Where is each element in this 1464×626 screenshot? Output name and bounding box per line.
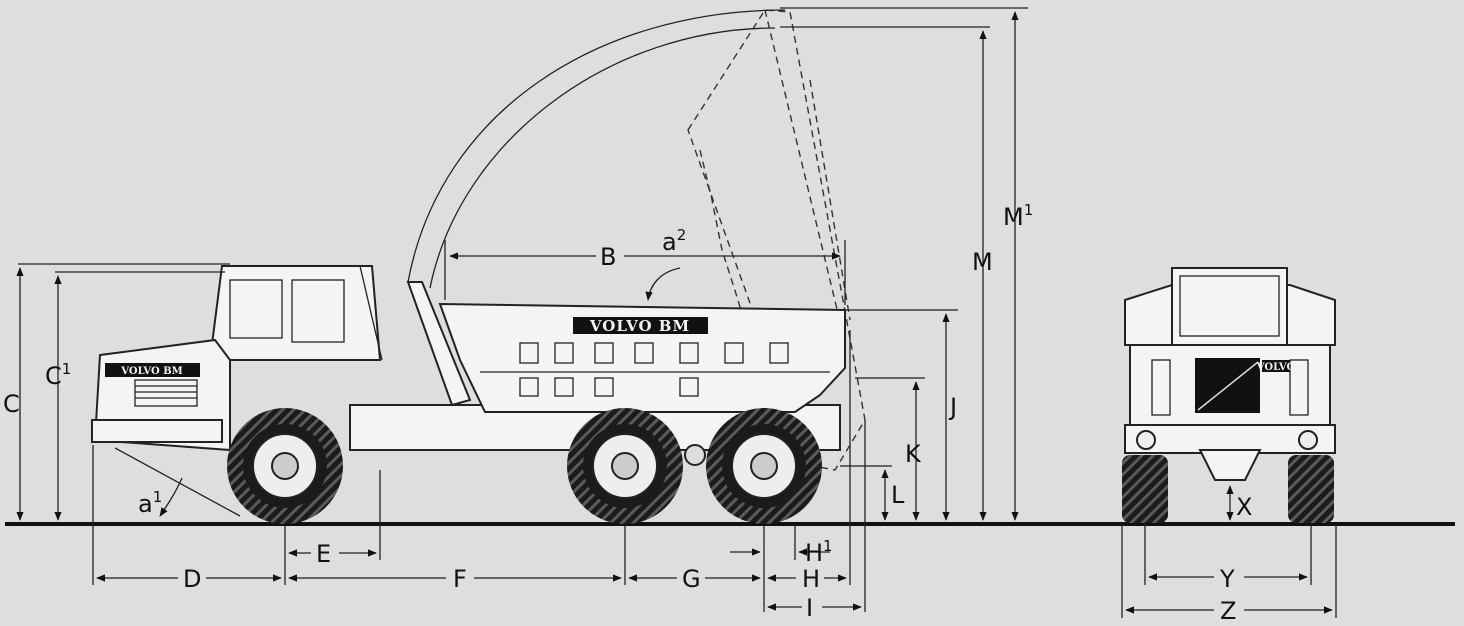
label-k: K xyxy=(905,440,922,468)
dim-a2-arc xyxy=(645,267,681,301)
rear-tyre-right xyxy=(1288,455,1334,523)
label-c: C xyxy=(3,390,20,418)
hoist-cylinder xyxy=(406,281,472,407)
label-m: M xyxy=(972,248,993,276)
label-a1: a1 xyxy=(138,488,162,518)
tipping-arc-outer xyxy=(407,9,786,283)
rear-view-truck: VOLVO xyxy=(1122,267,1336,523)
rear-cab-window xyxy=(1179,275,1280,337)
cab-window-left xyxy=(229,279,283,339)
rear-radiator-brace xyxy=(1197,361,1259,411)
dump-body-rib-10 xyxy=(594,377,614,397)
dump-body-rib-3 xyxy=(594,342,614,364)
label-z: Z xyxy=(1220,597,1236,625)
rear-lamp-right xyxy=(1298,430,1318,450)
cab-window-right xyxy=(291,279,345,343)
rear-grille-left xyxy=(1151,359,1171,416)
label-l: L xyxy=(891,481,905,509)
bogie-hub xyxy=(684,444,706,466)
rear-tyre-left xyxy=(1122,455,1168,523)
rear-brand: VOLVO xyxy=(1256,362,1296,373)
label-g: G xyxy=(682,565,701,593)
cab-mirror-arm xyxy=(359,265,383,361)
dump-body-rib-2 xyxy=(554,342,574,364)
tipping-arc-inner xyxy=(429,27,776,289)
dump-body-brand: VOLVO BM xyxy=(589,317,690,335)
approach-angle-line xyxy=(114,447,241,517)
dim-a1-arc xyxy=(159,477,183,517)
dump-body-rib-6 xyxy=(724,342,744,364)
dump-body-rib-4 xyxy=(634,342,654,364)
label-h1: H1 xyxy=(805,537,833,567)
label-c1: C1 xyxy=(45,360,71,390)
rear-wheel-1 xyxy=(567,408,683,524)
rear-grille-right xyxy=(1289,359,1309,416)
dimension-labels: C C1 a1 B a2 M M1 J K L E D F G H1 H I X… xyxy=(3,201,1252,625)
label-m1: M1 xyxy=(1003,201,1033,231)
label-e: E xyxy=(316,540,331,568)
label-i: I xyxy=(806,594,813,622)
label-x: X xyxy=(1236,493,1252,521)
dump-body-badge xyxy=(573,317,708,334)
label-f: F xyxy=(453,565,467,593)
label-a2: a2 xyxy=(662,226,686,256)
label-y: Y xyxy=(1219,565,1235,593)
rear-cab xyxy=(1171,267,1288,349)
dump-body-rib-11 xyxy=(679,377,699,397)
rear-brand-badge xyxy=(1262,360,1290,372)
side-view-truck: VOLVO BM VOLVO BM xyxy=(91,9,866,524)
dump-body-rib-5 xyxy=(679,342,699,364)
hood-badge xyxy=(105,363,200,377)
rear-wheel-2 xyxy=(706,408,822,524)
dump-body-rib-1 xyxy=(519,342,539,364)
dump-body-rib-8 xyxy=(519,377,539,397)
label-h: H xyxy=(802,565,820,593)
front-wheel xyxy=(227,408,343,524)
label-d: D xyxy=(183,565,201,593)
rear-lamp-left xyxy=(1136,430,1156,450)
rear-hitch xyxy=(1198,449,1262,481)
front-bumper xyxy=(91,419,223,443)
dump-body xyxy=(438,302,846,413)
label-b: B xyxy=(600,243,616,271)
hood-brand: VOLVO BM xyxy=(120,366,182,377)
hood-grille xyxy=(134,379,198,407)
label-j: J xyxy=(948,393,957,421)
cab xyxy=(208,265,382,361)
dump-body-rib-7 xyxy=(769,342,789,364)
dump-body-rib-9 xyxy=(554,377,574,397)
rear-bumper xyxy=(1124,424,1336,454)
dimension-lines xyxy=(16,7,1337,618)
